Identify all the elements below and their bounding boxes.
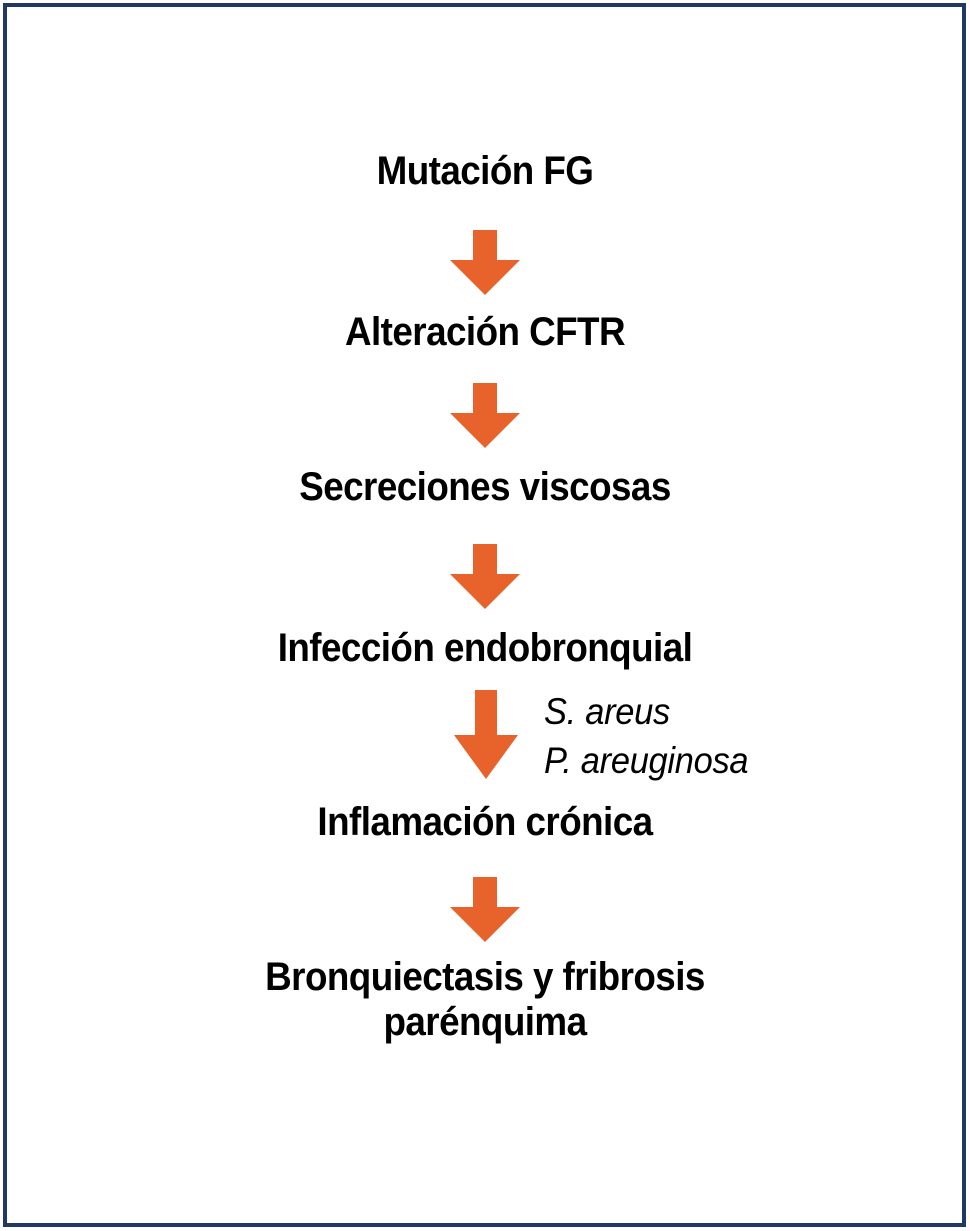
- down-arrow-icon-1: [450, 230, 520, 295]
- down-arrow-icon-3: [450, 544, 520, 609]
- flow-node-alteracion-cftr: Alteración CFTR: [344, 310, 626, 354]
- flow-node-inflamacion-cronica: Inflamación crónica: [317, 800, 653, 844]
- flow-node-mutacion-fg: Mutación FG: [376, 149, 594, 193]
- down-arrow-icon-2: [450, 383, 520, 448]
- pathogen-annotation: S. areus P. areuginosa: [544, 691, 749, 782]
- down-arrow-icon-5: [450, 877, 520, 942]
- flow-node-secreciones-viscosas: Secreciones viscosas: [299, 465, 671, 509]
- down-arrow-icon-4: [454, 690, 518, 779]
- flow-node-infeccion-endobronquial: Infección endobronquial: [277, 626, 693, 670]
- flow-node-bronquiectasis-fibrosis: Bronquiectasis y fribrosis parénquima: [265, 955, 705, 1045]
